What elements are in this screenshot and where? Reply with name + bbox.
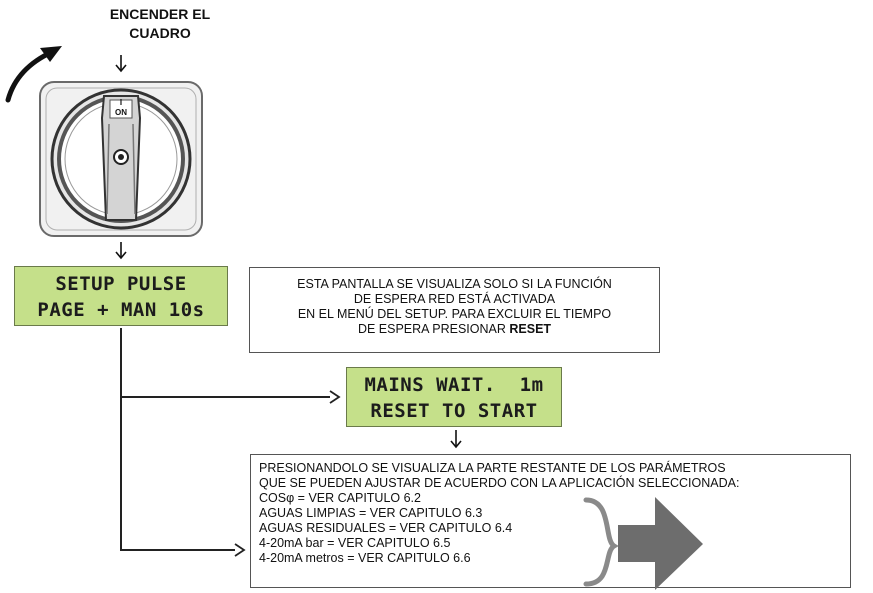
lcd-setup-display: SETUP PULSE PAGE + MAN 10s (14, 266, 228, 326)
lcd-setup-line-2: PAGE + MAN 10s (37, 299, 205, 321)
down-arrow-icon-2 (115, 242, 127, 260)
note-params-item-3: AGUAS RESIDUALES = VER CAPITULO 6.4 (259, 521, 513, 535)
main-switch-illustration (39, 81, 203, 237)
note-params-line-2: QUE SE PUEDEN AJUSTAR DE ACUERDO CON LA … (259, 476, 740, 490)
down-arrow-icon-1 (115, 55, 127, 73)
curly-brace-icon (583, 497, 619, 587)
note-wait-line-2: DE ESPERA RED ESTÁ ACTIVADA (353, 292, 556, 306)
note-params-line-1: PRESIONANDOLO SE VISUALIZA LA PARTE REST… (259, 461, 726, 475)
note-params-item-1: COSφ = VER CAPITULO 6.2 (259, 491, 421, 505)
lcd-mains-line-2: RESET TO START (370, 400, 538, 422)
connector-to-params (120, 549, 235, 551)
down-arrow-icon-3 (450, 430, 462, 449)
rotate-arrowhead-icon (40, 46, 62, 62)
note-params-item-4: 4-20mA bar = VER CAPITULO 6.5 (259, 536, 451, 550)
arrowhead-params-icon (234, 543, 246, 557)
note-wait-line-4: DE ESPERA PRESIONAR RESET (357, 322, 552, 336)
lcd-setup-line-1: SETUP PULSE (55, 273, 187, 295)
note-params-item-5: 4-20mA metros = VER CAPITULO 6.6 (259, 551, 471, 565)
big-right-arrow-icon (618, 497, 703, 590)
connector-to-mains (120, 396, 330, 398)
title-line-1: ENCENDER EL (109, 6, 211, 22)
switch-position-mark: I (119, 98, 123, 107)
switch-on-label: ON (115, 108, 127, 117)
title-line-2: CUADRO (129, 25, 191, 41)
arrowhead-mains-icon (329, 390, 341, 404)
page-title: ENCENDER EL CUADRO (80, 5, 240, 43)
note-wait-line-3: EN EL MENÚ DEL SETUP. PARA EXCLUIR EL TI… (297, 307, 612, 321)
connector-vertical (120, 328, 122, 551)
note-wait-line-1: ESTA PANTALLA SE VISUALIZA SOLO SI LA FU… (297, 277, 612, 291)
parameters-note: PRESIONANDOLO SE VISUALIZA LA PARTE REST… (250, 454, 851, 588)
note-params-item-2: AGUAS LIMPIAS = VER CAPITULO 6.3 (259, 506, 483, 520)
lcd-mains-display: MAINS WAIT. 1m RESET TO START (346, 367, 562, 427)
lcd-mains-line-1: MAINS WAIT. 1m (364, 374, 544, 396)
reset-keyword: RESET (509, 322, 552, 336)
mains-wait-note: ESTA PANTALLA SE VISUALIZA SOLO SI LA FU… (249, 267, 660, 353)
